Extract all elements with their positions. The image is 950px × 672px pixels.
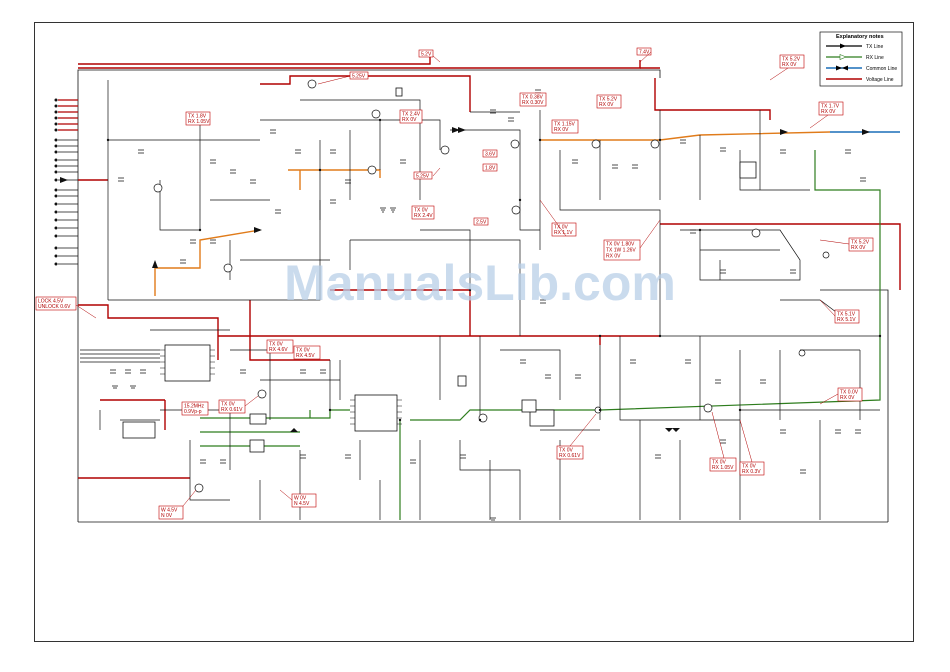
label-tx-0v-m: TX 0V [269, 342, 284, 348]
label-rx-1-05v: RX 1.05V [188, 119, 210, 125]
ic-small-a [249, 413, 267, 425]
label-rx-0v-e: RX 0V [554, 127, 569, 133]
legend: Explanatory notes TX Line RX Line Common… [819, 31, 903, 87]
ic-small-e [395, 87, 403, 97]
label-rx-0-3v: RX 0.3V [742, 469, 761, 475]
label-rx-1-05v-q: RX 1.05V [712, 465, 734, 471]
ic-small-b [249, 439, 265, 453]
label-n-4-5v: N 4.5V [294, 501, 310, 507]
label-tx-5-2v-g: TX 5.2V [782, 57, 801, 63]
legend-item-tx: TX Line [866, 44, 883, 50]
ic-filter [529, 409, 555, 427]
label-tx-1w-1-26v: TX 1W 1.26V [606, 248, 636, 254]
label-unlock: UNLOCK 0.6V [38, 304, 71, 310]
ground-symbols [112, 207, 496, 521]
signal-arrows [60, 127, 870, 432]
ic-small-c [521, 399, 537, 413]
ic-small-d [457, 375, 467, 387]
ic-pll [164, 344, 211, 382]
label-rx-0-30v: RX 0.30V [522, 100, 544, 106]
label-tx-0v-c: TX 0V [414, 208, 429, 214]
board-outline [77, 69, 889, 523]
label-tx-0-0v: TX 0.0V [840, 390, 859, 396]
label-rx-4-5v: RX 4.5V [296, 353, 315, 359]
label-rx-0v-g: RX 0V [782, 62, 797, 68]
label-rx-0-61v-p: RX 0.61V [559, 453, 581, 459]
label-rx-0v-s: RX 0V [840, 395, 855, 401]
label-rx-0v-k: RX 0V [851, 245, 866, 251]
label-tx-0v-r: TX 0V [742, 464, 757, 470]
label-tx-0v-p: TX 0V [559, 448, 574, 454]
label-rx-0v-b: RX 0V [402, 117, 417, 123]
label-tx-0v-o: TX 0V [221, 402, 236, 408]
label-rx-0v-f: RX 0V [599, 102, 614, 108]
ic-pins [160, 349, 402, 425]
legend-box [819, 31, 903, 87]
ic-crystal [122, 421, 156, 439]
label-15-2mhz: 15.2MHz [184, 404, 205, 410]
voltage-labels: 5.2V 7.4V 5.25V 5.25V 3.6V 1.8V 2.5V TX … [35, 47, 874, 520]
label-rx-0v-j: RX 0V [606, 254, 621, 260]
page-frame [34, 22, 914, 642]
label-tx-5-2v-f: TX 5.2V [599, 97, 618, 103]
legend-title: Explanatory notes [836, 34, 884, 40]
label-2-5v: 2.5V [476, 220, 487, 226]
voltage-lines [78, 56, 901, 479]
label-0-9vpp: 0.9Vp-p [184, 409, 202, 415]
label-5-2v: 5.2V [421, 52, 432, 58]
label-tx-0-38v: TX 0.38V [522, 95, 544, 101]
label-tx-1-15v: TX 1.15V [554, 122, 576, 128]
label-rx-0-61v-o: RX 0.61V [221, 407, 243, 413]
label-5-25v-mid: 5.25V [416, 174, 430, 180]
label-rx-5-1v: RX 5.1V [837, 317, 856, 323]
label-1-8v: 1.8V [485, 166, 496, 172]
label-7-4v: 7.4V [639, 50, 650, 56]
label-5-25v-top: 5.25V [352, 74, 366, 80]
signal-wires [80, 80, 880, 520]
label-tx-5-1v: TX 5.1V [837, 312, 856, 318]
label-tx-0w-1-80v: TX 0V 1.80V [606, 242, 635, 248]
label-n-0v: N 0V [161, 513, 173, 519]
label-rx-0v-h: RX 0V [821, 109, 836, 115]
label-w-0v: W 0V [294, 496, 307, 502]
label-tx-2-4v: TX 2.4V [402, 112, 421, 118]
ic-switch [739, 161, 757, 179]
ic-chips [122, 87, 757, 453]
label-tx-0v-q: TX 0V [712, 460, 727, 466]
label-tx-1-8v: TX 1.8V [188, 114, 207, 120]
ic-main [354, 394, 398, 432]
label-leaders [75, 51, 850, 507]
label-rx-2-4v: RX 2.4V [414, 213, 433, 219]
label-w-4-5v: W 4.5V [161, 508, 178, 514]
connector-pins [54, 98, 78, 266]
label-3-6v: 3.6V [485, 152, 496, 158]
label-lock: LOCK 4.5V [38, 299, 64, 305]
legend-item-voltage: Voltage Line [866, 77, 894, 83]
label-tx-5-2v-k: TX 5.2V [851, 240, 870, 246]
legend-item-common: Common Line [866, 66, 897, 72]
watermark: ManualsLib.com [284, 255, 676, 311]
legend-item-rx: RX Line [866, 55, 884, 61]
label-tx-0v-i: TX 0V [554, 225, 569, 231]
label-tx-0v-n: TX 0V [296, 348, 311, 354]
label-rx-4-6v: RX 4.6V [269, 347, 288, 353]
label-tx-1-7v: TX 1.7V [821, 104, 840, 110]
